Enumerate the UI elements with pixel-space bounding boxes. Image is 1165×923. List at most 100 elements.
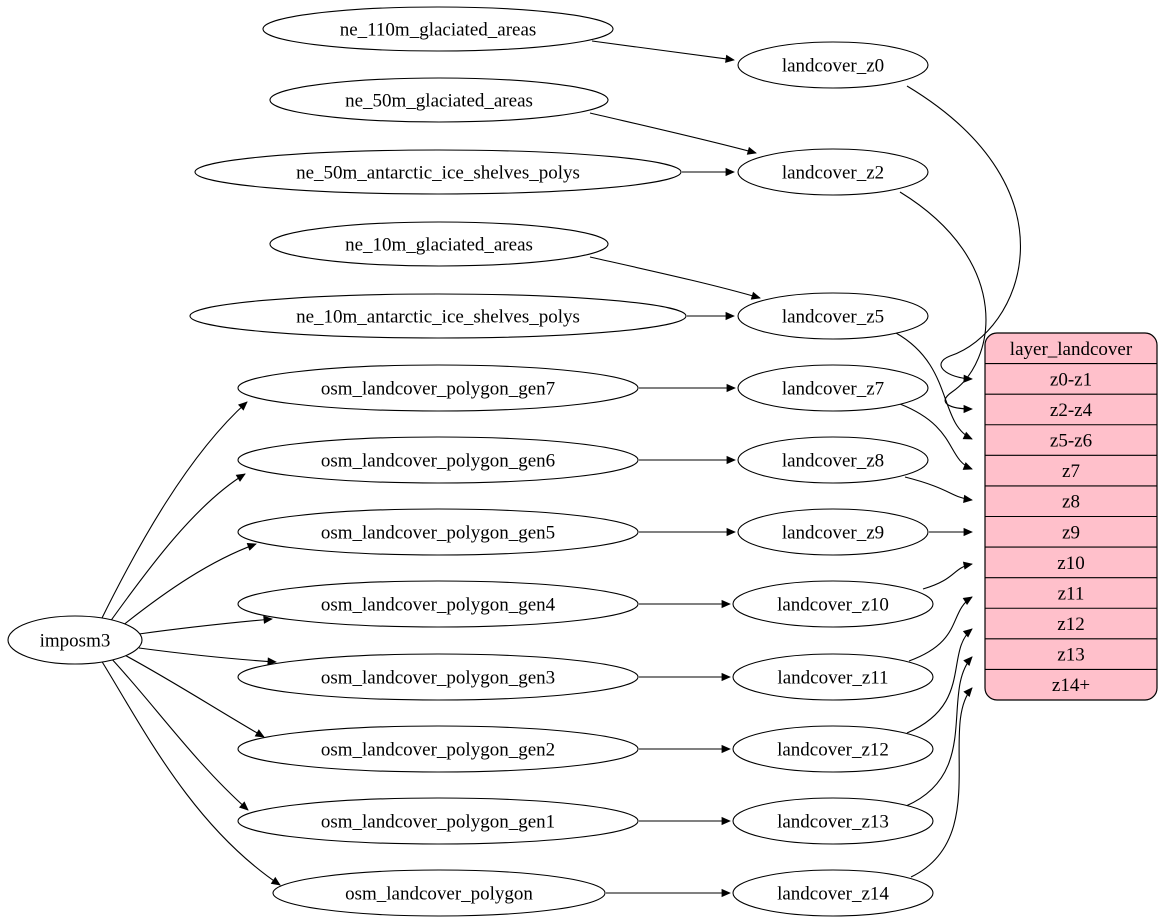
node-label-landcover_z5: landcover_z5: [782, 307, 884, 328]
node-ne_110m_glaciated_areas: ne_110m_glaciated_areas: [262, 6, 614, 52]
record-layer_landcover: layer_landcoverz0-z1z2-z4z5-z6z7z8z9z10z…: [984, 332, 1158, 701]
node-ellipse-ne_50m_antarctic_ice_shelves_polys: [194, 149, 682, 195]
record-row-label-z7: z7: [1062, 461, 1080, 482]
node-label-osm_landcover_polygon_gen7: osm_landcover_polygon_gen7: [321, 379, 555, 400]
node-ellipse-landcover_z2: [737, 148, 929, 196]
node-ellipse-osm_landcover_polygon_gen7: [237, 364, 639, 412]
node-ellipse-landcover_z13: [732, 797, 934, 845]
node-osm_landcover_polygon_gen3: osm_landcover_polygon_gen3: [237, 653, 639, 701]
node-landcover_z0: landcover_z0: [737, 41, 929, 89]
record-row-label-z14+: z14+: [1052, 675, 1090, 696]
node-landcover_z7: landcover_z7: [737, 364, 929, 412]
edge-landcover_z5-to-layer_landcover-z5-z6: [895, 332, 973, 440]
node-ellipse-osm_landcover_polygon_gen4: [237, 580, 639, 628]
node-label-landcover_z8: landcover_z8: [782, 451, 884, 472]
node-layer: imposm3 ne_110m_glaciated_areas ne_50m_gla…: [7, 6, 1158, 917]
node-osm_landcover_polygon_gen4: osm_landcover_polygon_gen4: [237, 580, 639, 628]
node-ellipse-landcover_z7: [737, 364, 929, 412]
node-ellipse-landcover_z8: [737, 436, 929, 484]
node-ellipse-osm_landcover_polygon_gen5: [237, 508, 639, 556]
edge-imposm3-to-osm_landcover_polygon_gen1: [108, 655, 249, 811]
edge-landcover_z11-to-layer_landcover-z11: [908, 596, 973, 662]
node-ellipse-ne_10m_antarctic_ice_shelves_polys: [189, 293, 687, 339]
node-osm_landcover_polygon_gen7: osm_landcover_polygon_gen7: [237, 364, 639, 412]
node-ellipse-osm_landcover_polygon_gen3: [237, 653, 639, 701]
node-landcover_z11: landcover_z11: [732, 653, 934, 701]
node-ellipse-ne_110m_glaciated_areas: [262, 6, 614, 52]
edge-landcover_z12-to-layer_landcover-z12: [906, 628, 973, 734]
node-label-osm_landcover_polygon_gen5: osm_landcover_polygon_gen5: [321, 523, 555, 544]
node-ellipse-ne_10m_glaciated_areas: [269, 221, 609, 267]
node-label-osm_landcover_polygon_gen2: osm_landcover_polygon_gen2: [321, 740, 555, 761]
node-label-osm_landcover_polygon: osm_landcover_polygon: [345, 884, 533, 905]
node-osm_landcover_polygon_gen6: osm_landcover_polygon_gen6: [237, 436, 639, 484]
node-osm_landcover_polygon_gen5: osm_landcover_polygon_gen5: [237, 508, 639, 556]
record-title: layer_landcover: [1010, 339, 1133, 360]
node-ellipse-landcover_z9: [737, 508, 929, 556]
node-label-landcover_z11: landcover_z11: [777, 668, 888, 689]
edge-imposm3-to-osm_landcover_polygon: [100, 659, 281, 886]
record-row-label-z13: z13: [1057, 645, 1084, 666]
node-label-ne_110m_glaciated_areas: ne_110m_glaciated_areas: [340, 20, 537, 41]
node-ne_10m_glaciated_areas: ne_10m_glaciated_areas: [269, 221, 609, 267]
node-ellipse-landcover_z5: [737, 292, 929, 340]
edge-ne_50m_glaciated_areas-to-landcover_z2: [589, 112, 757, 155]
node-label-osm_landcover_polygon_gen4: osm_landcover_polygon_gen4: [321, 595, 556, 616]
edge-landcover_z8-to-layer_landcover-z8: [904, 476, 973, 503]
node-label-ne_50m_glaciated_areas: ne_50m_glaciated_areas: [345, 91, 533, 112]
edge-imposm3-to-osm_landcover_polygon_gen2: [118, 651, 265, 738]
edge-ne_110m_glaciated_areas-to-landcover_z0: [591, 40, 735, 63]
node-imposm3: imposm3: [7, 615, 143, 665]
node-label-landcover_z7: landcover_z7: [782, 379, 884, 400]
node-landcover_z10: landcover_z10: [732, 580, 934, 628]
record-row-label-z5-z6: z5-z6: [1050, 431, 1092, 452]
node-ellipse-ne_50m_glaciated_areas: [269, 77, 609, 123]
node-ellipse-landcover_z14: [732, 869, 934, 917]
edge-landcover_z14-to-layer_landcover-z14+: [910, 687, 973, 878]
node-ellipse-osm_landcover_polygon_gen6: [237, 436, 639, 484]
node-ellipse-osm_landcover_polygon_gen1: [237, 797, 639, 845]
record-row-label-z2-z4: z2-z4: [1050, 400, 1093, 421]
node-landcover_z2: landcover_z2: [737, 148, 929, 196]
node-landcover_z13: landcover_z13: [732, 797, 934, 845]
node-ellipse-osm_landcover_polygon_gen2: [237, 725, 639, 773]
edge-landcover_z7-to-layer_landcover-z7: [899, 403, 973, 470]
node-label-landcover_z2: landcover_z2: [782, 163, 884, 184]
record-row-label-z11: z11: [1058, 583, 1085, 604]
edge-imposm3-to-osm_landcover_polygon_gen6: [106, 473, 246, 627]
edge-imposm3-to-osm_landcover_polygon_gen4: [138, 615, 273, 635]
record-row-label-z12: z12: [1057, 614, 1084, 635]
node-label-imposm3: imposm3: [40, 631, 111, 652]
edge-layer: [99, 40, 1021, 898]
node-label-ne_10m_antarctic_ice_shelves_polys: ne_10m_antarctic_ice_shelves_polys: [296, 307, 580, 328]
node-ne_50m_glaciated_areas: ne_50m_glaciated_areas: [269, 77, 609, 123]
node-label-osm_landcover_polygon_gen1: osm_landcover_polygon_gen1: [321, 812, 555, 833]
edge-imposm3-to-osm_landcover_polygon_gen5: [116, 543, 257, 631]
edge-imposm3-to-osm_landcover_polygon_gen7: [99, 401, 248, 623]
node-label-landcover_z9: landcover_z9: [782, 523, 884, 544]
node-ne_50m_antarctic_ice_shelves_polys: ne_50m_antarctic_ice_shelves_polys: [194, 149, 682, 195]
node-landcover_z9: landcover_z9: [737, 508, 929, 556]
node-osm_landcover_polygon: osm_landcover_polygon: [272, 869, 606, 917]
edge-landcover_z2-to-layer_landcover-z2-z4: [899, 191, 987, 414]
node-ne_10m_antarctic_ice_shelves_polys: ne_10m_antarctic_ice_shelves_polys: [189, 293, 687, 339]
node-label-osm_landcover_polygon_gen3: osm_landcover_polygon_gen3: [321, 668, 555, 689]
node-ellipse-landcover_z10: [732, 580, 934, 628]
node-label-landcover_z13: landcover_z13: [777, 812, 889, 833]
node-label-landcover_z14: landcover_z14: [777, 884, 889, 905]
node-label-landcover_z12: landcover_z12: [777, 740, 889, 761]
node-landcover_z8: landcover_z8: [737, 436, 929, 484]
record-row-label-z8: z8: [1062, 492, 1080, 513]
edge-landcover_z10-to-layer_landcover-z10: [922, 561, 973, 590]
node-ellipse-landcover_z11: [732, 653, 934, 701]
node-ellipse-landcover_z0: [737, 41, 929, 89]
node-landcover_z12: landcover_z12: [732, 725, 934, 773]
node-osm_landcover_polygon_gen1: osm_landcover_polygon_gen1: [237, 797, 639, 845]
node-ellipse-osm_landcover_polygon: [272, 869, 606, 917]
edge-imposm3-to-osm_landcover_polygon_gen3: [138, 647, 277, 666]
edge-landcover_z13-to-layer_landcover-z13: [905, 656, 973, 807]
record-row-label-z9: z9: [1062, 522, 1080, 543]
edge-landcover_z0-to-layer_landcover-z0-z1: [906, 85, 1021, 383]
